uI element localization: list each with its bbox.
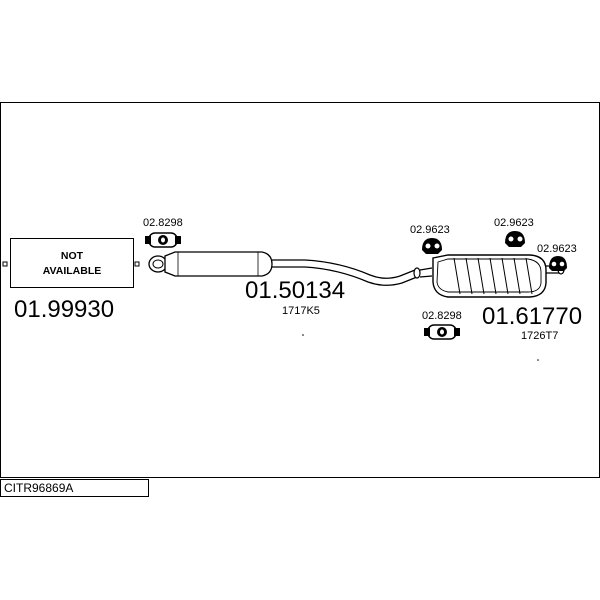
rubber-hanger-icon [422, 238, 442, 254]
middle-silencer-body-icon [164, 251, 273, 277]
part-number-rear: 01.61770 [482, 303, 582, 330]
fitting-hanger-2[interactable]: 02.9623 [494, 217, 534, 247]
not-available-box [10, 238, 134, 288]
rubber-hanger-icon [549, 256, 567, 271]
sub-code-rear: 1726T7 [521, 330, 558, 342]
system-code-label: CITR96869A [0, 479, 149, 497]
fitting-hanger-1[interactable]: 02.9623 [410, 224, 450, 254]
rear-inlet-pipe-icon [419, 267, 433, 278]
connector-left-icon [2, 261, 8, 267]
fitting-clamp-rear[interactable]: 02.8298 [422, 310, 462, 340]
part-middle-silencer[interactable]: 01.50134 1717K5 [148, 251, 421, 336]
part-number-middle: 01.50134 [245, 277, 345, 304]
part-number-front: 01.99930 [14, 296, 114, 323]
silencer-inlet-icon [148, 255, 168, 273]
fitting-code-4: 02.8298 [422, 310, 462, 322]
middle-pipe-icon [272, 259, 416, 279]
fitting-code-0: 02.8298 [143, 217, 183, 229]
not-available-line2: AVAILABLE [43, 265, 102, 277]
part-front-pipe[interactable]: NOT AVAILABLE 01.99930 [2, 238, 140, 324]
system-code: CITR96869A [4, 481, 74, 495]
rubber-hanger-icon [505, 231, 525, 247]
connector-right-icon [134, 261, 140, 267]
fitting-code-2: 02.9623 [494, 217, 534, 229]
clamp-icon [145, 232, 181, 248]
not-available-line1: NOT [61, 250, 84, 262]
fitting-code-1: 02.9623 [410, 224, 450, 236]
clamp-icon [424, 324, 460, 340]
fitting-clamp-front[interactable]: 02.8298 [143, 217, 183, 248]
sub-code-middle: 1717K5 [282, 305, 320, 317]
rear-silencer-body-icon [432, 254, 547, 298]
fitting-hanger-3[interactable]: 02.9623 [537, 243, 577, 271]
fitting-code-3: 02.9623 [537, 243, 577, 255]
part-rear-silencer[interactable]: 01.61770 1726T7 [419, 254, 582, 361]
